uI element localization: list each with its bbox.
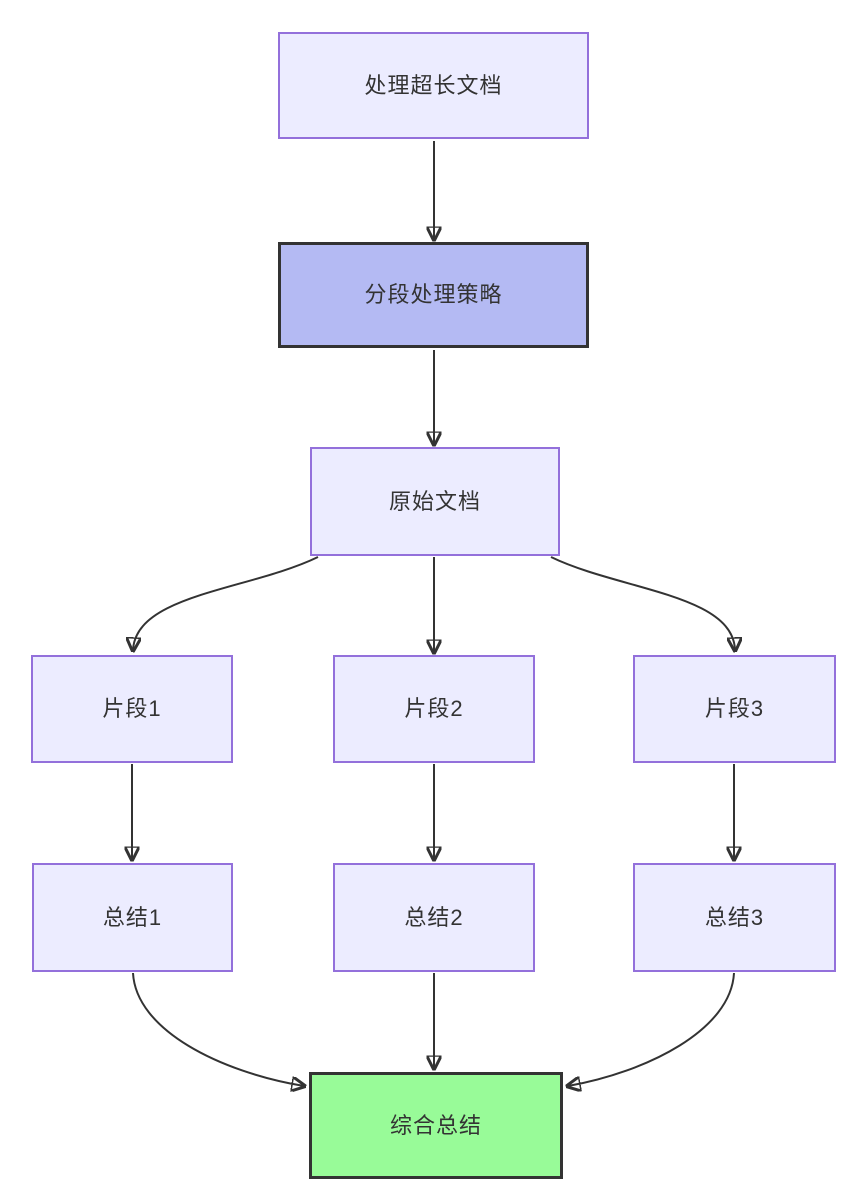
node-summary-1: 总结1 bbox=[32, 863, 233, 972]
node-fragment-2: 片段2 bbox=[333, 655, 535, 763]
node-summary-2-label: 总结2 bbox=[404, 904, 464, 930]
edge-original-to-fragment1-arrow bbox=[133, 556, 319, 650]
node-process-long-doc-label: 处理超长文档 bbox=[364, 72, 503, 98]
node-original-doc: 原始文档 bbox=[310, 447, 560, 556]
node-summary-3-label: 总结3 bbox=[704, 904, 765, 930]
node-process-long-doc: 处理超长文档 bbox=[278, 32, 589, 139]
node-segmentation-strategy: 分段处理策略 bbox=[278, 242, 589, 348]
node-summary-3: 总结3 bbox=[633, 863, 836, 972]
node-final-summary: 综合总结 bbox=[309, 1072, 563, 1179]
node-segmentation-strategy-label: 分段处理策略 bbox=[364, 282, 503, 307]
node-fragment-1-label: 片段1 bbox=[102, 696, 162, 721]
node-fragment-1: 片段1 bbox=[31, 655, 233, 763]
edge-summary3-to-final-arrow bbox=[568, 972, 735, 1086]
node-fragment-3-label: 片段3 bbox=[704, 696, 765, 721]
node-summary-1-label: 总结1 bbox=[102, 904, 163, 930]
node-fragment-2-label: 片段2 bbox=[404, 696, 464, 721]
node-summary-2: 总结2 bbox=[333, 863, 535, 972]
node-final-summary-label: 综合总结 bbox=[389, 1112, 482, 1138]
node-original-doc-label: 原始文档 bbox=[388, 488, 481, 514]
edge-original-to-fragment3-arrow bbox=[550, 556, 735, 650]
node-fragment-3: 片段3 bbox=[633, 655, 836, 763]
edge-summary1-to-final-arrow bbox=[132, 972, 304, 1086]
